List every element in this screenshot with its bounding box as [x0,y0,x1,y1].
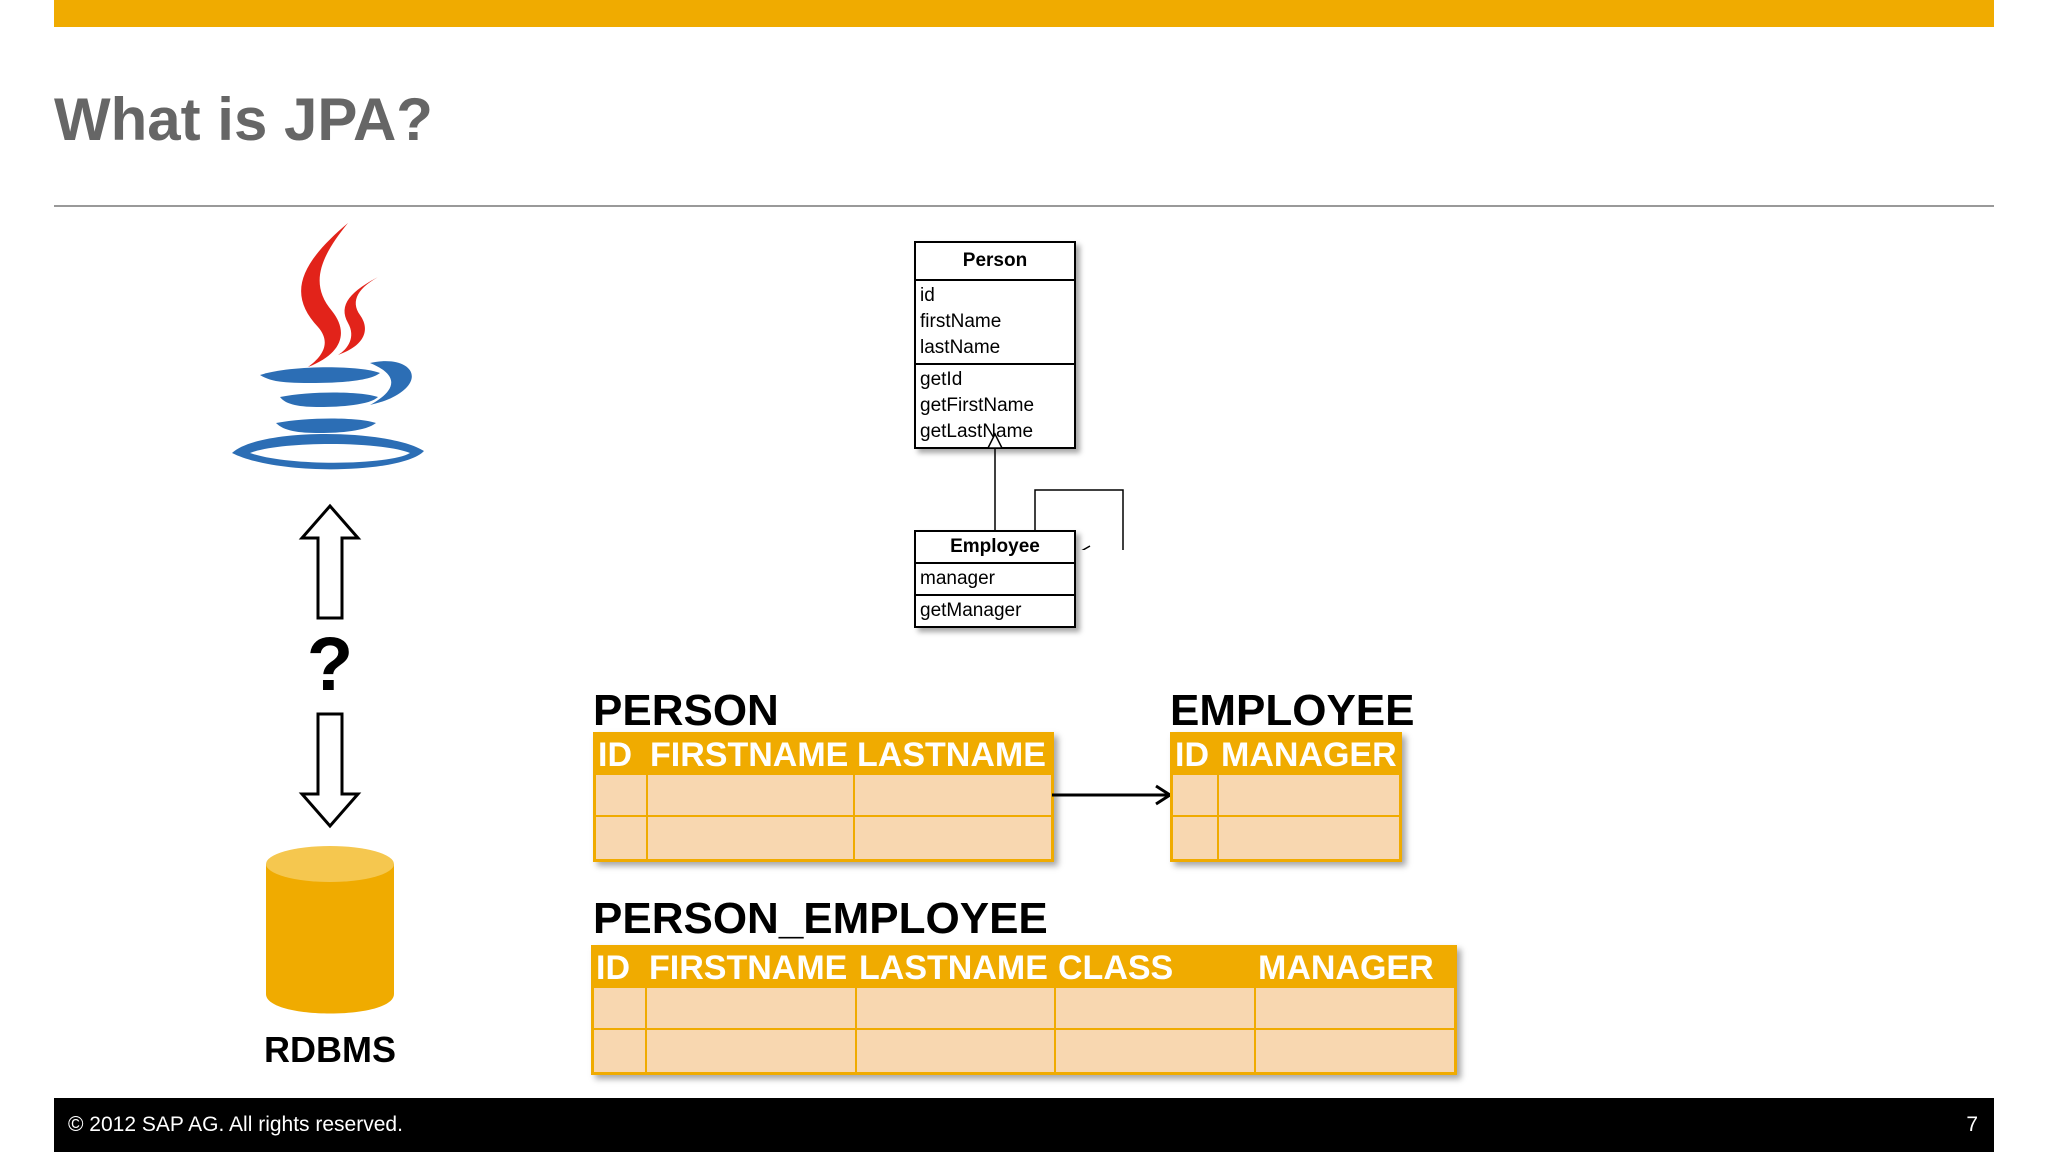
column-header: ID [1175,736,1209,774]
table-title-person-employee: PERSON_EMPLOYEE [593,894,1048,943]
uml-attribute: lastName [920,337,1001,358]
arrow-down-icon [298,712,362,829]
table-employee: ID MANAGER [1170,732,1402,862]
column-header: ID [598,736,632,774]
table-cell [596,817,648,859]
table-row [596,817,1051,859]
uml-attribute: firstName [920,311,1002,332]
uml-methods: getId getFirstName getLastName [916,365,1074,447]
table-cell [648,775,855,817]
table-row [1173,775,1399,817]
table-header: ID FIRSTNAME LASTNAME CLASS MANAGER [594,948,1454,988]
uml-method: getLastName [920,421,1034,442]
rdbms-label: RDBMS [264,1029,396,1070]
uml-connectors [986,432,1124,550]
table-cell [1219,817,1399,859]
table-row [594,1030,1454,1072]
table-row [594,988,1454,1030]
table-cell [1173,817,1219,859]
copyright-text: © 2012 SAP AG. All rights reserved. [68,1113,403,1136]
table-row [596,775,1051,817]
arrows-group [298,503,362,829]
java-logo-icon [232,223,424,470]
table-cell [596,775,648,817]
table-title-person: PERSON [593,686,779,735]
column-header: MANAGER [1221,736,1397,774]
table-cell [855,775,1051,817]
uml-method: getFirstName [920,395,1035,416]
table-cell [855,817,1051,859]
footer-bar: © 2012 SAP AG. All rights reserved. 7 [54,1098,1994,1152]
column-header: ID [596,949,630,987]
table-cell [1173,775,1219,817]
table-cell [647,988,857,1030]
table-header: ID FIRSTNAME LASTNAME [596,735,1051,775]
uml-class-name: Employee [916,532,1074,564]
uml-attribute: manager [920,568,995,589]
table-cell [857,1030,1056,1072]
table-cell [594,988,647,1030]
uml-class-name: Person [916,243,1074,281]
self-association-arrowhead [1081,545,1091,550]
table-title-employee: EMPLOYEE [1170,686,1415,735]
uml-attribute: id [920,285,935,306]
table-cell [594,1030,647,1072]
uml-methods: getManager [916,596,1074,626]
foreign-key-arrow [1052,784,1173,806]
table-cell [857,988,1056,1030]
uml-method: getId [920,369,963,390]
column-header: MANAGER [1258,949,1434,987]
self-association-line [1034,489,1124,550]
table-cell [1056,988,1256,1030]
table-cell [1256,988,1454,1030]
column-header: FIRSTNAME [650,736,849,774]
title-divider [54,205,1994,207]
uml-attributes: id firstName lastName [916,281,1074,365]
table-cell [1256,1030,1454,1072]
column-header: FIRSTNAME [649,949,848,987]
column-header: CLASS [1058,949,1174,987]
uml-attributes: manager [916,564,1074,596]
table-cell [647,1030,857,1072]
uml-method: getManager [920,600,1022,621]
uml-class-person: Person id firstName lastName getId getFi… [914,241,1076,449]
table-person-employee: ID FIRSTNAME LASTNAME CLASS MANAGER [591,945,1457,1075]
table-cell [1056,1030,1256,1072]
table-cell [1219,775,1399,817]
column-header: LASTNAME [857,736,1046,774]
page-number: 7 [1966,1113,1978,1136]
uml-class-employee: Employee manager getManager [914,530,1076,628]
table-row [1173,817,1399,859]
question-mark: ? [306,622,354,707]
arrow-up-icon [298,503,362,620]
database-icon [266,846,394,1014]
slide-title: What is JPA? [54,86,433,153]
table-cell [648,817,855,859]
top-accent-bar [54,0,1994,27]
table-header: ID MANAGER [1173,735,1399,775]
table-person: ID FIRSTNAME LASTNAME [593,732,1054,862]
inheritance-arrowhead [986,432,1004,449]
column-header: LASTNAME [859,949,1048,987]
